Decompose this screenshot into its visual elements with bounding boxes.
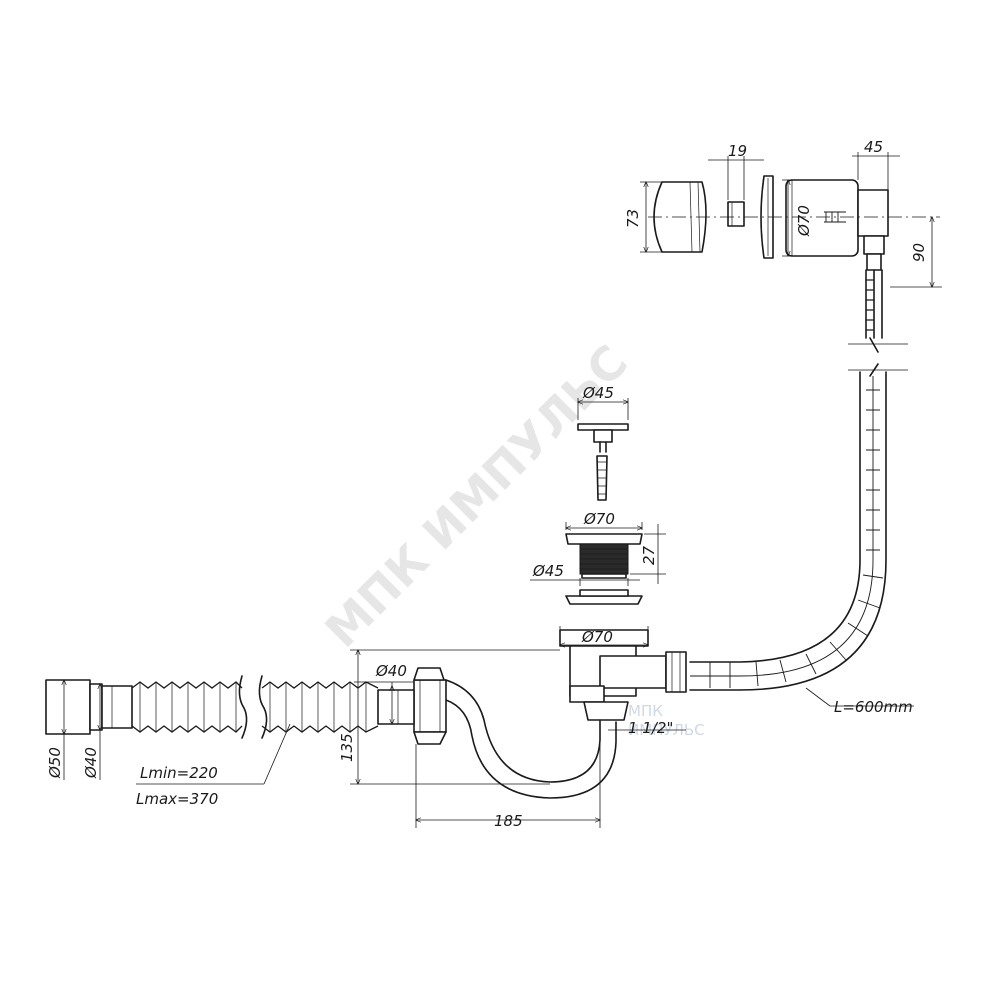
overflow-hose bbox=[689, 269, 908, 691]
dim-drain-height: 27 bbox=[640, 545, 658, 565]
watermark-small-line1: МПК bbox=[628, 702, 663, 720]
dim-trap-length: 185 bbox=[494, 812, 523, 830]
trap-inner bbox=[445, 699, 617, 799]
dim-stopper-diameter: Ø45 bbox=[582, 384, 614, 402]
dim-cap-height: 73 bbox=[624, 209, 642, 228]
overflow-outlet bbox=[857, 189, 889, 237]
s-trap bbox=[377, 667, 617, 799]
dim-overflow-diameter: Ø70 bbox=[795, 205, 813, 237]
dim-corr-max: Lmax=370 bbox=[136, 790, 218, 808]
corrugated-pipe bbox=[45, 675, 379, 739]
trap-outlet bbox=[377, 689, 415, 725]
overflow-dimensions: 73 19 Ø70 45 90 bbox=[624, 138, 942, 287]
overflow-screw-plug bbox=[727, 201, 745, 227]
dim-overflow-depth: 45 bbox=[864, 138, 883, 156]
dim-plug-width: 19 bbox=[728, 142, 747, 160]
overflow-assembly bbox=[648, 175, 940, 271]
overflow-gasket bbox=[760, 175, 774, 259]
drain-dimensions: Ø45 Ø70 27 Ø45 Ø70 1 1/2" L=600mm bbox=[530, 384, 914, 738]
dim-pipe-outer: Ø50 bbox=[46, 747, 64, 779]
dim-corr-min: Lmin=220 bbox=[140, 764, 218, 782]
hose-outer bbox=[689, 371, 861, 663]
dim-thread: 1 1/2" bbox=[628, 719, 673, 737]
pipe-end-fitting bbox=[45, 679, 91, 735]
watermark-text: МПК ИМПУЛЬС bbox=[315, 335, 638, 658]
hose-inner bbox=[689, 371, 887, 691]
stopper-cap bbox=[577, 423, 629, 431]
dim-drain-inner-diameter: Ø45 bbox=[532, 562, 564, 580]
trap-dimensions: Ø40 135 185 bbox=[338, 650, 600, 830]
dim-hose-length: L=600mm bbox=[834, 698, 913, 716]
dim-overflow-drop: 90 bbox=[910, 243, 928, 262]
dim-outlet-diameter: Ø40 bbox=[375, 662, 407, 680]
corrugation-right bbox=[261, 681, 379, 689]
trap-outer bbox=[445, 679, 601, 783]
pipe-dimensions: Ø50 Ø40 Lmin=220 Lmax=370 bbox=[46, 680, 291, 808]
drain-body bbox=[559, 533, 687, 721]
dim-trap-height: 135 bbox=[338, 733, 356, 762]
dim-flange-diameter: Ø70 bbox=[581, 628, 613, 646]
drain-stopper bbox=[577, 423, 629, 501]
dim-pipe-inner: Ø40 bbox=[82, 747, 100, 779]
drain-flange bbox=[565, 595, 643, 605]
corrugation-left bbox=[131, 681, 243, 689]
dim-drain-top-diameter: Ø70 bbox=[583, 510, 615, 528]
trap-nut bbox=[413, 679, 447, 733]
